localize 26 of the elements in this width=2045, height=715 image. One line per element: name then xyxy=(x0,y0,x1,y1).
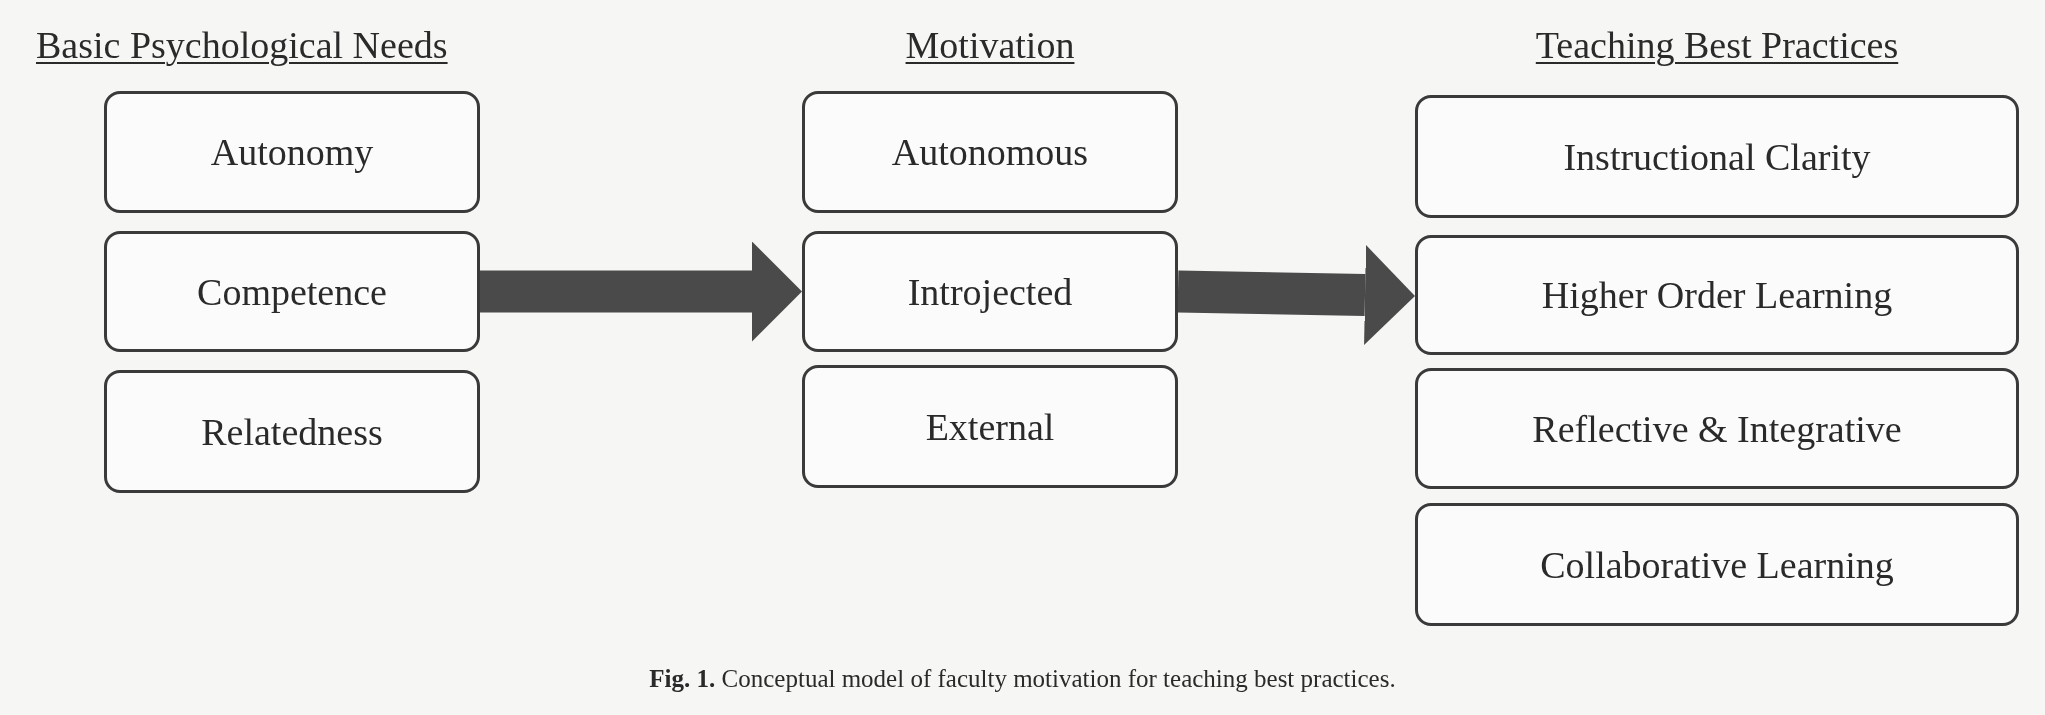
rounded-box xyxy=(1415,95,2019,218)
block-arrow xyxy=(1177,245,1415,345)
box-label: Introjected xyxy=(907,269,1073,315)
box-label: Higher Order Learning xyxy=(1541,273,1893,318)
rounded-box xyxy=(104,91,480,213)
rounded-box xyxy=(802,231,1178,352)
rounded-box xyxy=(802,91,1178,213)
box-label: Autonomy xyxy=(210,130,374,175)
column-heading: Motivation xyxy=(905,24,1075,66)
box-label: Autonomous xyxy=(891,130,1089,175)
rounded-box xyxy=(802,365,1178,488)
rounded-box xyxy=(104,231,480,352)
column-heading: Basic Psychological Needs xyxy=(36,24,448,66)
box-label: Competence xyxy=(197,269,387,315)
rounded-box xyxy=(1415,503,2019,626)
box-label: Collaborative Learning xyxy=(1540,542,1894,588)
box-label: Relatedness xyxy=(201,409,383,455)
rounded-box xyxy=(1415,368,2019,489)
box-label: Instructional Clarity xyxy=(1563,134,1871,180)
figure-caption: Fig. 1. Conceptual model of faculty motivation for teaching best practices. xyxy=(649,665,1396,692)
box-label: Reflective & Integrative xyxy=(1532,406,1902,452)
rounded-box xyxy=(1415,235,2019,355)
block-arrow xyxy=(480,241,802,342)
rounded-box xyxy=(104,370,480,493)
column-heading: Teaching Best Practices xyxy=(1535,24,1899,66)
box-label: External xyxy=(925,404,1055,450)
